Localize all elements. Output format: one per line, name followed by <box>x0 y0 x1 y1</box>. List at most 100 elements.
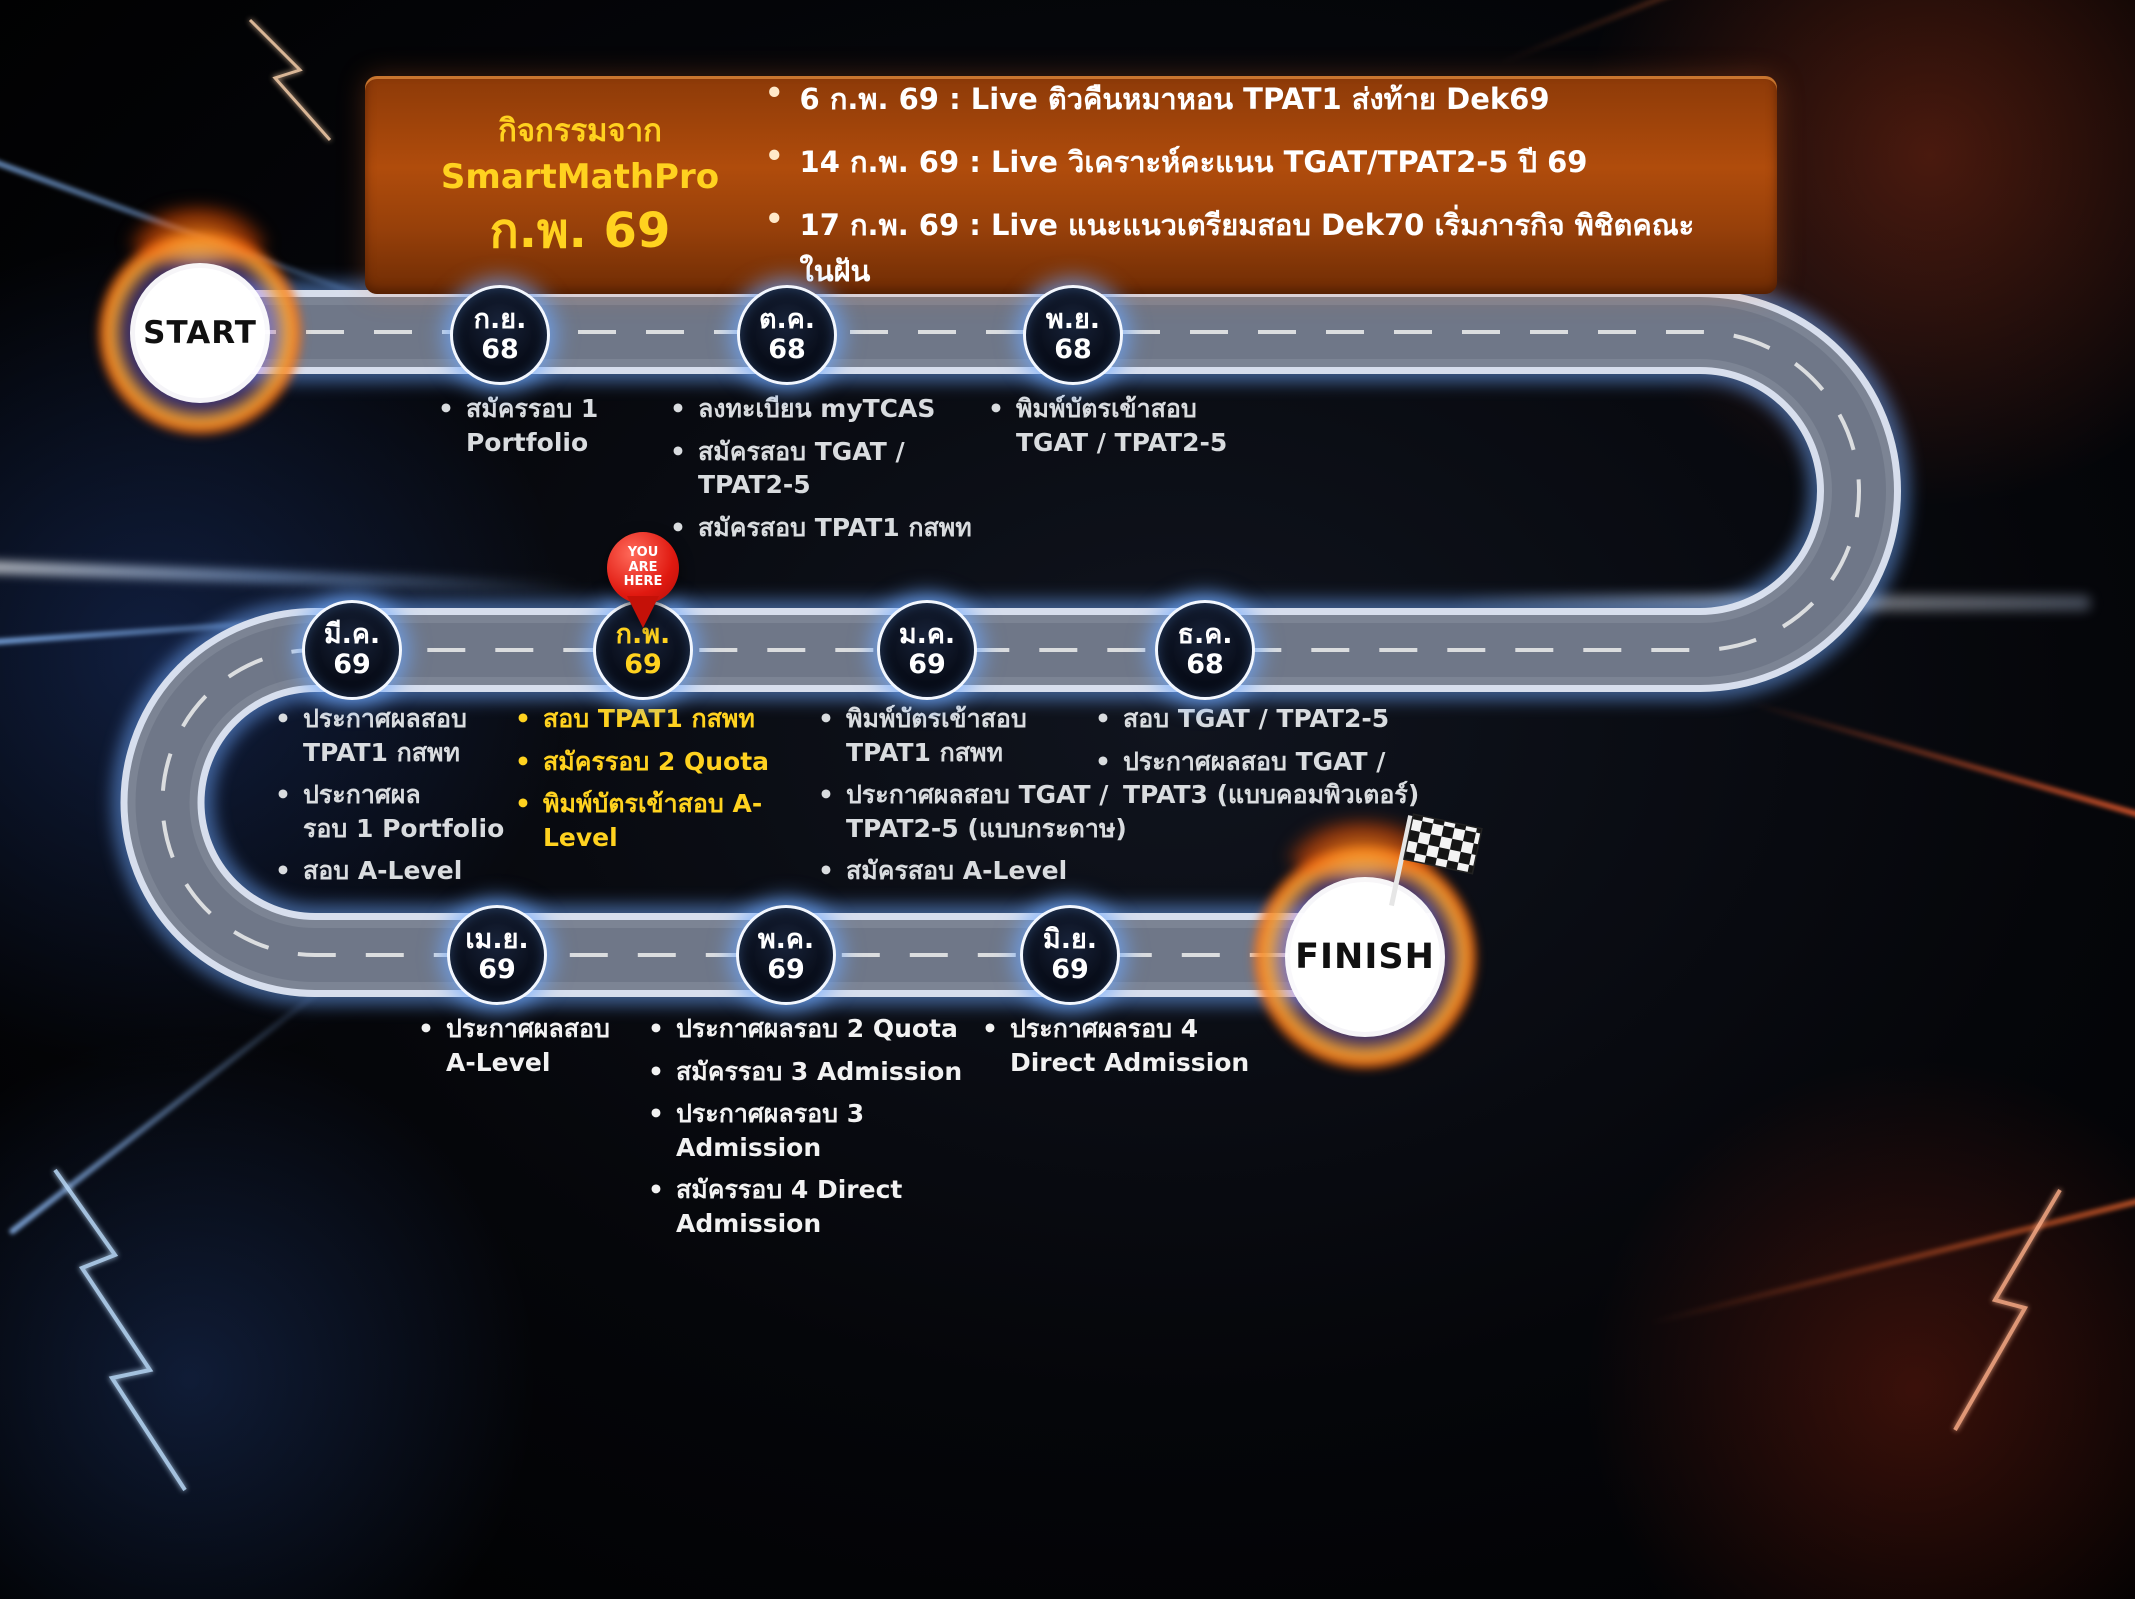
timeline-item-text: สมัครสอบ TPAT1 กสพท <box>697 512 972 542</box>
milestone-list-apr69: ประกาศผลสอบ A-Level <box>418 1012 668 1088</box>
timeline-item-text: สอบ TPAT1 กสพท <box>542 704 755 733</box>
timeline-item: พิมพ์บัตรเข้าสอบ A-Level <box>515 787 835 854</box>
milestone-list-jun69: ประกาศผลรอบ 4 Direct Admission <box>982 1012 1272 1088</box>
timeline-item-text: ลงทะเบียน myTCAS <box>697 394 936 423</box>
milestone-month: มิ.ย. <box>1042 924 1098 956</box>
milestone-month: พ.ค. <box>757 924 815 956</box>
checkered-flag-icon <box>1389 813 1483 907</box>
banner-title-line1: กิจกรรมจาก <box>498 112 662 149</box>
timeline-item-text: ประกาศผลสอบ TGAT / TPAT3 (แบบคอมพิวเตอร์… <box>1122 746 1420 810</box>
timeline-item-text: ประกาศผลสอบ TGAT / TPAT2-5 (แบบกระดาษ) <box>845 780 1127 843</box>
timeline-item: สมัครรอบ 1 Portfolio <box>438 392 678 459</box>
milestone-month: ก.ย. <box>473 304 527 336</box>
milestone-year: 69 <box>333 649 371 680</box>
timeline-item: สมัครสอบ A-Level <box>818 854 1158 888</box>
milestone-month: มี.ค. <box>323 619 381 651</box>
milestone-node-feb69-current: ก.พ. 69 <box>593 600 693 700</box>
timeline-item-text: สมัครรอบ 1 Portfolio <box>465 394 599 457</box>
you-are-here-label: YOU ARE HERE <box>607 532 679 604</box>
milestone-year: 69 <box>478 954 516 985</box>
timeline-item: ประกาศผลสอบ TGAT / TPAT2-5 (แบบกระดาษ) <box>818 778 1158 845</box>
header-banner: กิจกรรมจาก SmartMathPro ก.พ. 69 6 ก.พ. 6… <box>365 76 1777 294</box>
timeline-item-text: สมัครรอบ 2 Quota <box>542 746 770 776</box>
timeline-item-text: ประกาศผลสอบ A-Level <box>445 1014 610 1077</box>
timeline-item-text: ประกาศผลรอบ 2 Quota <box>675 1014 958 1043</box>
banner-event-text: 6 ก.พ. 69 : Live ติวคืนหมาหอน TPAT1 ส่งท… <box>799 82 1550 116</box>
timeline-item-text: สมัครรอบ 4 Direct Admission <box>675 1175 903 1238</box>
timeline-item: ลงทะเบียน myTCAS <box>670 392 990 426</box>
timeline-item-text: สอบ TGAT / TPAT2-5 <box>1122 704 1390 733</box>
banner-event-list: 6 ก.พ. 69 : Live ติวคืนหมาหอน TPAT1 ส่งท… <box>765 76 1707 294</box>
milestone-month: ม.ค. <box>898 619 956 651</box>
timeline-item: ประกาศผล รอบ 1 Portfolio <box>275 778 545 845</box>
banner-event: 17 ก.พ. 69 : Live แนะแนวเตรียมสอบ Dek70 … <box>765 202 1707 294</box>
timeline-item: ประกาศผลสอบ A-Level <box>418 1012 668 1079</box>
milestone-month: เม.ย. <box>465 924 529 956</box>
timeline-item: สมัครสอบ TGAT / TPAT2-5 <box>670 435 990 502</box>
banner-event-text: 14 ก.พ. 69 : Live วิเคราะห์คะแนน TGAT/TP… <box>799 145 1588 179</box>
timeline-item: พิมพ์บัตรเข้าสอบ TGAT / TPAT2-5 <box>988 392 1308 459</box>
finish-circle: FINISH <box>1290 882 1440 1032</box>
milestone-list-jan69: พิมพ์บัตรเข้าสอบ TPAT1 กสพท ประกาศผลสอบ … <box>818 702 1158 897</box>
milestone-month: ต.ค. <box>758 304 816 336</box>
banner-title: กิจกรรมจาก SmartMathPro ก.พ. 69 <box>435 109 725 262</box>
timeline-item: ประกาศผลรอบ 2 Quota <box>648 1012 1008 1046</box>
milestone-node-oct68: ต.ค. 68 <box>737 285 837 385</box>
timeline-item: สอบ A-Level <box>275 854 545 888</box>
banner-event-text: 17 ก.พ. 69 : Live แนะแนวเตรียมสอบ Dek70 … <box>799 208 1695 288</box>
banner-title-line2: SmartMathPro <box>440 156 720 197</box>
banner-event: 14 ก.พ. 69 : Live วิเคราะห์คะแนน TGAT/TP… <box>765 139 1707 185</box>
milestone-month: ธ.ค. <box>1177 619 1233 651</box>
banner-title-line3: ก.พ. 69 <box>489 203 671 260</box>
timeline-item-text: สมัครรอบ 3 Admission <box>675 1056 963 1086</box>
timeline-item-text: พิมพ์บัตรเข้าสอบ A-Level <box>542 789 763 852</box>
start-marker: START <box>99 232 301 434</box>
timeline-item-text: พิมพ์บัตรเข้าสอบ TGAT / TPAT2-5 <box>1015 394 1228 457</box>
timeline-item: สอบ TPAT1 กสพท <box>515 702 835 736</box>
timeline-item-text: ประกาศผล รอบ 1 Portfolio <box>302 780 505 843</box>
milestone-year: 68 <box>768 334 806 365</box>
finish-marker: FINISH <box>1254 846 1476 1068</box>
timeline-item: ประกาศผลรอบ 4 Direct Admission <box>982 1012 1272 1079</box>
start-circle: START <box>135 268 265 398</box>
timeline-item: สมัครรอบ 2 Quota <box>515 745 835 779</box>
you-are-here-text: YOU ARE HERE <box>623 545 663 590</box>
timeline-item: ประกาศผลรอบ 3 Admission <box>648 1097 1008 1164</box>
road-center-dashed-line <box>160 330 1861 957</box>
timeline-item-text: สมัครสอบ A-Level <box>845 856 1068 885</box>
milestone-month: พ.ย. <box>1045 304 1101 336</box>
timeline-item-text: สมัครสอบ TGAT / TPAT2-5 <box>697 436 905 500</box>
milestone-year: 68 <box>1186 649 1224 680</box>
milestone-year: 69 <box>624 649 662 680</box>
pin-tail <box>627 596 659 628</box>
milestone-list-mar69: ประกาศผลสอบ TPAT1 กสพท ประกาศผล รอบ 1 Po… <box>275 702 545 897</box>
milestone-year: 69 <box>767 954 805 985</box>
milestone-list-nov68: พิมพ์บัตรเข้าสอบ TGAT / TPAT2-5 <box>988 392 1308 468</box>
milestone-node-apr69: เม.ย. 69 <box>447 905 547 1005</box>
timeline-item: สมัครรอบ 3 Admission <box>648 1055 1008 1089</box>
timeline-item-text: ประกาศผลรอบ 4 Direct Admission <box>1009 1014 1250 1077</box>
milestone-node-mar69: มี.ค. 69 <box>302 600 402 700</box>
timeline-item: สมัครรอบ 4 Direct Admission <box>648 1173 1008 1240</box>
milestone-year: 69 <box>1051 954 1089 985</box>
banner-event: 6 ก.พ. 69 : Live ติวคืนหมาหอน TPAT1 ส่งท… <box>765 76 1707 122</box>
timeline-item-text: พิมพ์บัตรเข้าสอบ TPAT1 กสพท <box>845 704 1027 767</box>
milestone-node-jun69: มิ.ย. 69 <box>1020 905 1120 1005</box>
milestone-node-may69: พ.ค. 69 <box>736 905 836 1005</box>
milestone-list-feb69-current: สอบ TPAT1 กสพท สมัครรอบ 2 Quota พิมพ์บัต… <box>515 702 835 863</box>
timeline-item: สมัครสอบ TPAT1 กสพท <box>670 511 990 545</box>
milestone-node-jan69: ม.ค. 69 <box>877 600 977 700</box>
you-are-here-pin: YOU ARE HERE <box>607 532 679 628</box>
timeline-item-text: ประกาศผลสอบ TPAT1 กสพท <box>302 704 467 767</box>
milestone-list-sep68: สมัครรอบ 1 Portfolio <box>438 392 678 468</box>
start-label: START <box>143 315 257 351</box>
timeline-item-text: สอบ A-Level <box>302 856 463 885</box>
milestone-node-sep68: ก.ย. 68 <box>450 285 550 385</box>
milestone-list-may69: ประกาศผลรอบ 2 Quota สมัครรอบ 3 Admission… <box>648 1012 1008 1249</box>
milestone-year: 68 <box>481 334 519 365</box>
milestone-node-dec68: ธ.ค. 68 <box>1155 600 1255 700</box>
finish-label: FINISH <box>1295 937 1435 977</box>
milestone-year: 69 <box>908 649 946 680</box>
